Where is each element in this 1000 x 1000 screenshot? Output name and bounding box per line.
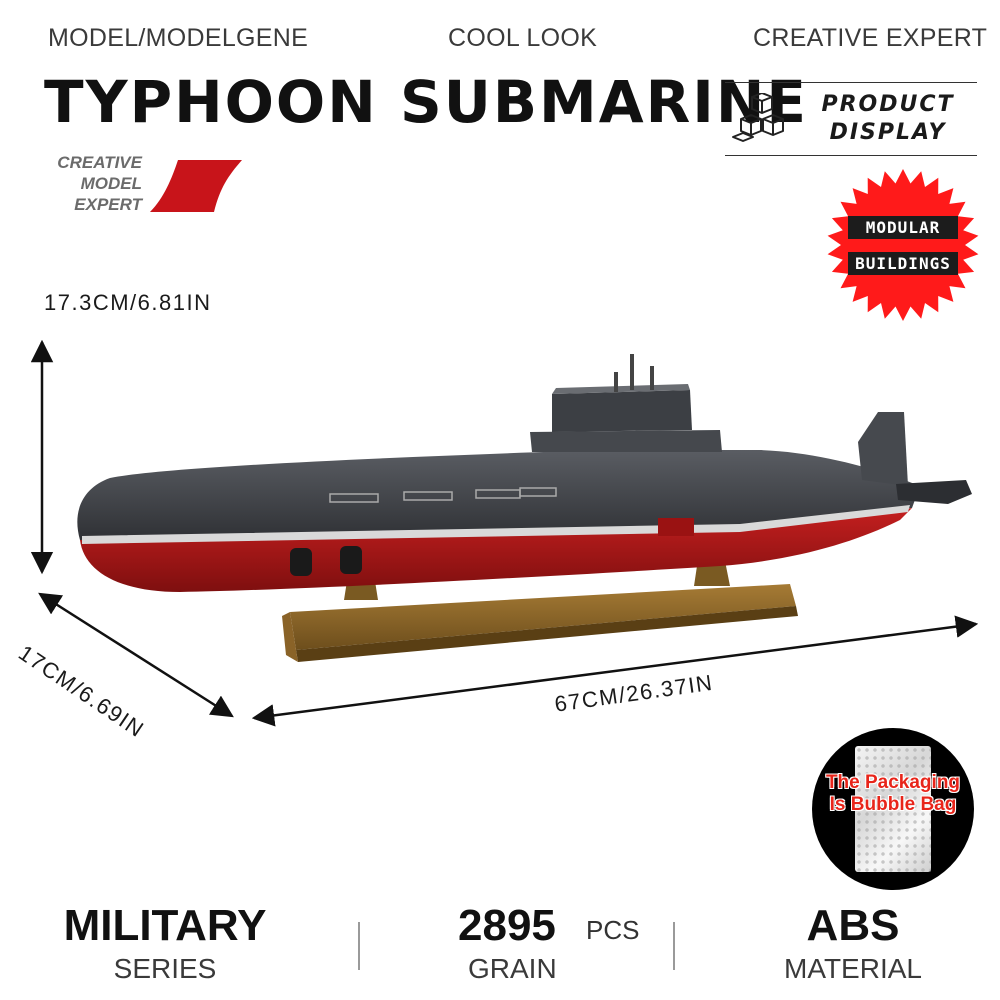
material-label: MATERIAL: [784, 953, 922, 984]
tagline-look: COOL LOOK: [448, 24, 598, 52]
spec-divider: [358, 922, 360, 970]
badge-line: BUILDINGS: [848, 252, 958, 275]
modular-buildings-badge: MODULAR BUILDINGS: [826, 168, 980, 322]
blocks-icon: [732, 93, 784, 142]
brand-line: EXPERT: [74, 195, 142, 214]
depth-dimension: 17CM/6.69IN: [14, 640, 150, 743]
starburst-icon: [827, 169, 979, 321]
spec-divider: [673, 922, 675, 970]
grain-value: 2895: [458, 901, 556, 950]
series-label: SERIES: [113, 953, 217, 984]
product-display-line: PRODUCT: [821, 92, 955, 117]
packaging-line: The Packaging: [825, 772, 961, 793]
page-title: TYPHOON SUBMARINE: [44, 68, 809, 136]
grain-unit: PCS: [586, 915, 640, 945]
spec-grain: 2895 PCS GRAIN: [440, 900, 660, 986]
spec-series: MILITARY SERIES: [60, 900, 270, 986]
badge-line: MODULAR: [848, 216, 958, 239]
product-display-line: DISPLAY: [829, 120, 947, 145]
brand-flag-icon: [150, 160, 242, 212]
bubble-bag-image: [855, 746, 931, 872]
brand-line: MODEL: [80, 174, 142, 193]
submarine-model: [77, 354, 972, 592]
packaging-note: The Packaging Is Bubble Bag: [812, 772, 974, 816]
brand-line: CREATIVE: [57, 153, 142, 172]
spec-material: ABS MATERIAL: [768, 900, 938, 986]
material-value: ABS: [806, 901, 900, 950]
tagline-brand: MODEL/MODELGENE: [48, 24, 309, 52]
packaging-badge: The Packaging Is Bubble Bag: [812, 728, 974, 890]
length-dimension: 67CM/26.37IN: [553, 669, 715, 717]
tagline-expert: CREATIVE EXPERT: [753, 24, 988, 52]
product-display-label: PRODUCT DISPLAY: [803, 91, 973, 147]
display-stand: [282, 546, 798, 662]
brand-text: CREATIVE MODEL EXPERT: [50, 152, 142, 215]
packaging-line: Is Bubble Bag: [829, 794, 957, 815]
height-dimension: 17.3CM/6.81IN: [44, 290, 212, 315]
series-value: MILITARY: [63, 901, 267, 950]
product-display-box: PRODUCT DISPLAY: [725, 82, 977, 156]
grain-label: GRAIN: [468, 953, 557, 984]
